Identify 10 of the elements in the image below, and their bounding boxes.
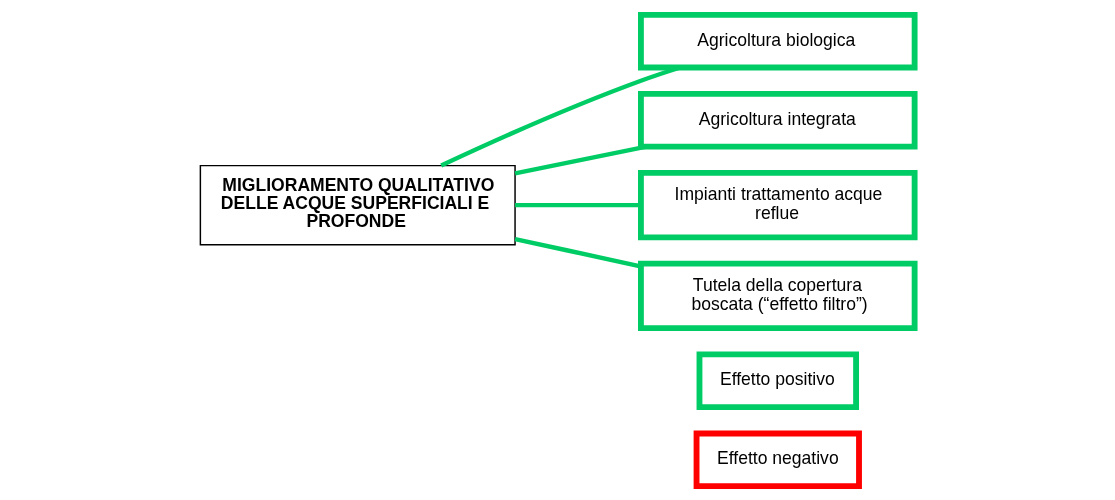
connector — [515, 202, 641, 207]
node-box: Agricoltura biologica — [638, 11, 918, 70]
node-box: Agricoltura integrata — [638, 90, 918, 149]
node-box: MIGLIORAMENTO QUALITATIVO DELLE ACQUE SUPERFICIALI E PROFONDE — [199, 164, 516, 245]
legend-label: Effetto negativo — [717, 447, 839, 468]
connector — [514, 144, 647, 176]
legend-label: Effetto positivo — [719, 368, 835, 389]
node-box: Tutela della copertura boscata (“effetto filtro”) — [638, 260, 918, 331]
node-box: Impianti trattamento acque reflue — [638, 169, 918, 240]
connector — [514, 236, 641, 268]
